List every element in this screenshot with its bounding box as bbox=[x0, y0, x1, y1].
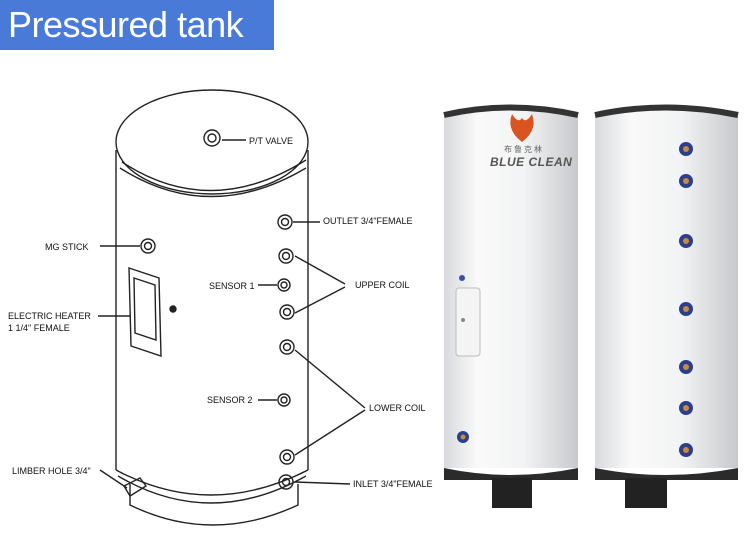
label-pt-valve: P/T VALVE bbox=[249, 136, 294, 146]
label-sensor1: SENSOR 1 bbox=[209, 281, 255, 291]
tank-photo-side bbox=[594, 104, 739, 508]
label-heater-line1: ELECTRIC HEATER bbox=[8, 311, 91, 321]
label-mg-stick: MG STICK bbox=[45, 242, 89, 252]
tank-photo-front bbox=[443, 104, 579, 508]
brand-chinese: 布鲁克林 bbox=[504, 145, 544, 154]
brand-logo-text: BLUE CLEAN bbox=[490, 155, 573, 169]
label-limber-hole: LIMBER HOLE 3/4" bbox=[12, 466, 91, 476]
label-sensor2: SENSOR 2 bbox=[207, 395, 253, 405]
label-lower-coil: LOWER COIL bbox=[369, 403, 426, 413]
label-outlet: OUTLET 3/4"FEMALE bbox=[323, 216, 413, 226]
label-inlet: INLET 3/4"FEMALE bbox=[353, 479, 433, 489]
label-heater-line2: 1 1/4" FEMALE bbox=[8, 323, 70, 333]
header-banner: Pressured tank bbox=[0, 0, 274, 50]
page-title: Pressured tank bbox=[8, 4, 244, 45]
label-upper-coil: UPPER COIL bbox=[355, 280, 410, 290]
